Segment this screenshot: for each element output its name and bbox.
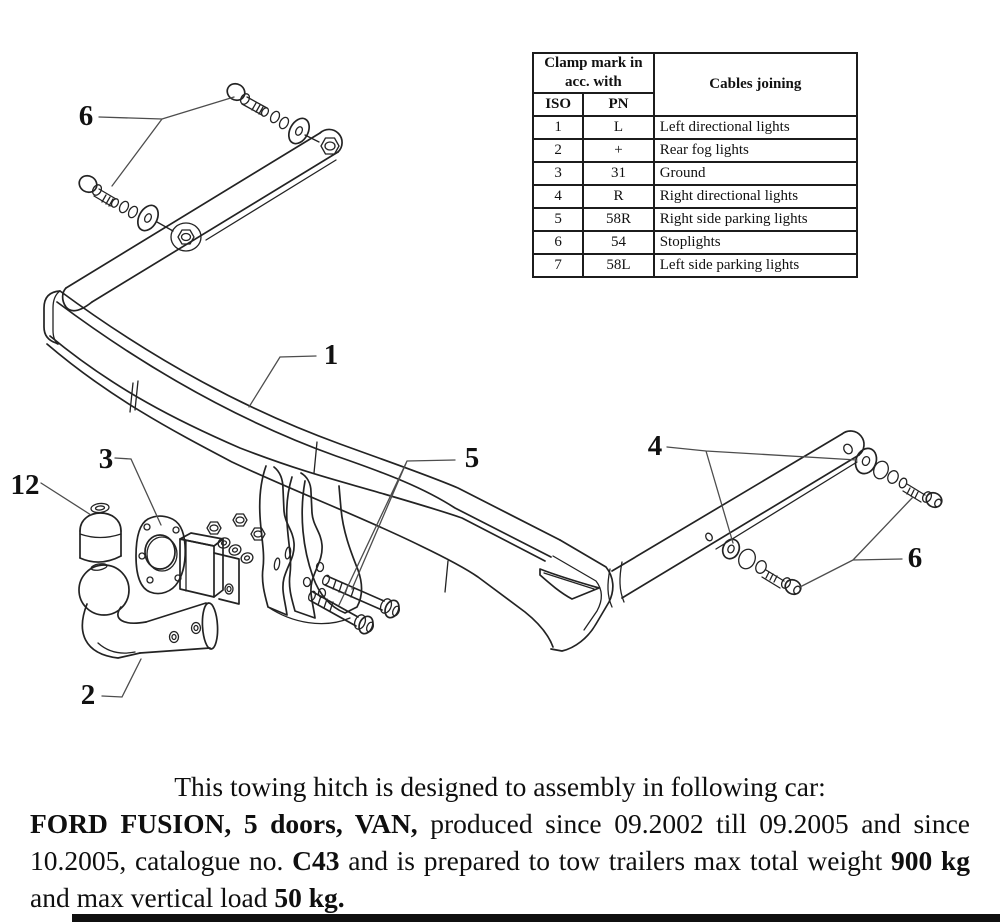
max-load-text: 50 kg. — [274, 882, 345, 913]
pn-cell: 54 — [582, 229, 655, 255]
table-row: 6 54 Stoplights — [531, 229, 859, 255]
fastener-cluster-drawing — [206, 513, 266, 564]
part-label-4: 4 — [648, 430, 663, 462]
table-header-clamp-mark: Clamp mark in acc. with — [532, 52, 655, 94]
part-number-labels: 6 1 3 12 2 5 4 6 — [11, 100, 923, 711]
iso-cell: 6 — [531, 229, 585, 255]
lap-joint-nut-icon — [177, 229, 195, 245]
iso-cell: 5 — [531, 206, 585, 232]
part-label-5: 5 — [465, 442, 480, 474]
ball-cover-drawing — [79, 502, 122, 563]
crossmember-beam-drawing — [43, 290, 614, 652]
part-label-2: 2 — [81, 679, 96, 711]
cables-cell: Stoplights — [652, 229, 859, 255]
iso-cell: 2 — [531, 137, 585, 163]
max-weight-text: 900 kg — [890, 845, 970, 876]
iso-cell: 3 — [531, 160, 585, 186]
leader-lines — [40, 96, 914, 698]
left-strap-arm-drawing — [61, 128, 343, 312]
mounting-bolts-drawing — [307, 574, 401, 635]
part-label-6-right: 6 — [908, 542, 923, 574]
iso-cell: 4 — [531, 183, 585, 209]
table-row: 5 58R Right side parking lights — [531, 206, 859, 232]
table-row: 3 31 Ground — [531, 160, 859, 186]
tow-ball-drawing — [78, 563, 219, 659]
production-period-text: produced since 09.2002 till 09.2005 and … — [30, 808, 970, 876]
part-label-1: 1 — [324, 339, 339, 371]
car-model-text: FORD FUSION, 5 doors, VAN, — [30, 808, 418, 839]
table-row: 1 L Left directional lights — [531, 114, 859, 140]
trailer-text: and is prepared to tow trailers max tota… — [339, 845, 891, 876]
part-label-3: 3 — [99, 443, 114, 475]
socket-plate-drawing — [135, 515, 240, 605]
pn-cell: + — [582, 137, 655, 163]
pn-cell: R — [582, 183, 655, 209]
cables-cell: Right side parking lights — [652, 206, 859, 232]
pn-cell: 31 — [582, 160, 655, 186]
cables-cell: Left directional lights — [652, 114, 859, 140]
cables-cell: Left side parking lights — [652, 252, 859, 278]
table-row: 4 R Right directional lights — [531, 183, 859, 209]
cables-cell: Rear fog lights — [652, 137, 859, 163]
description-text: This towing hitch is designed to assembl… — [0, 768, 1000, 916]
pn-cell: L — [582, 114, 655, 140]
table-row: 7 58L Left side parking lights — [531, 252, 859, 278]
catalogue-number-text: C43 — [292, 845, 340, 876]
cables-joining-table: Clamp mark in acc. with Cables joining I… — [531, 52, 859, 278]
cables-cell: Right directional lights — [652, 183, 859, 209]
vertical-load-text: and max vertical load — [30, 882, 275, 913]
table-header-cables-joining: Cables joining — [652, 52, 859, 117]
part-label-6-left: 6 — [79, 100, 94, 132]
intro-line: This towing hitch is designed to assembl… — [174, 771, 826, 802]
right-strap-arm-drawing — [607, 430, 865, 608]
table-header-iso: ISO — [531, 91, 585, 117]
right-bolt-washer-set-lower — [721, 538, 802, 596]
pn-cell: 58R — [582, 206, 655, 232]
table-row: 2 + Rear fog lights — [531, 137, 859, 163]
table-header-pn: PN — [582, 91, 655, 117]
right-bolt-washer-set-upper — [854, 447, 943, 509]
part-label-12: 12 — [11, 469, 40, 501]
iso-cell: 1 — [531, 114, 585, 140]
pn-cell: 58L — [582, 252, 655, 278]
cables-cell: Ground — [652, 160, 859, 186]
left-bolt-washer-set-lower — [78, 174, 160, 232]
car-description-paragraph: FORD FUSION, 5 doors, VAN, produced sinc… — [0, 805, 1000, 916]
left-bolt-washer-set-upper — [226, 82, 311, 145]
arm-end-nut-icon — [320, 137, 340, 155]
towbar-exploded-diagram: 6 1 3 12 2 5 4 6 — [11, 82, 943, 711]
scan-artifact-bar — [72, 914, 1000, 922]
iso-cell: 7 — [531, 252, 585, 278]
center-bracket-drawing — [258, 465, 363, 625]
